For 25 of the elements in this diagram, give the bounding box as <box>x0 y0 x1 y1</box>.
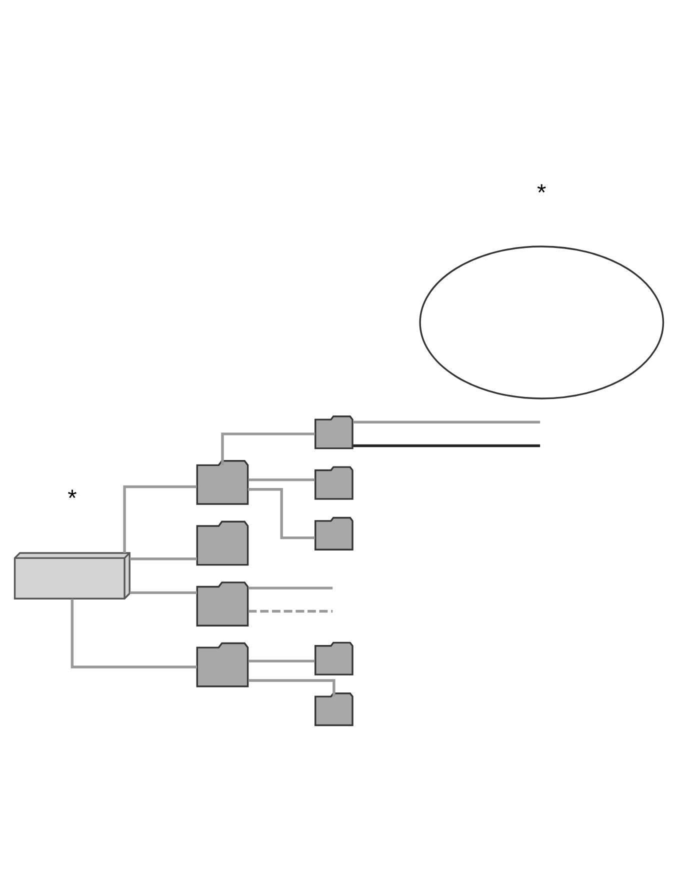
connector <box>248 488 316 540</box>
connector <box>248 586 333 590</box>
connector <box>248 478 315 482</box>
node-folder <box>196 520 249 566</box>
connector <box>221 432 316 466</box>
connector <box>123 485 197 553</box>
connector <box>248 679 336 696</box>
connector <box>248 610 333 613</box>
node-folder <box>314 692 354 726</box>
connector <box>70 598 197 668</box>
connector <box>353 420 540 424</box>
label: * <box>537 180 546 206</box>
node-folder <box>314 642 354 676</box>
connector <box>130 558 197 560</box>
connector <box>130 591 197 594</box>
node-folder <box>314 516 354 550</box>
node-folder <box>314 416 354 450</box>
connector <box>353 444 540 448</box>
node-folder <box>196 642 249 688</box>
connector <box>248 660 315 662</box>
node-folder <box>196 460 249 505</box>
node-folder <box>314 466 354 500</box>
label: * <box>68 486 77 512</box>
node-ellipse <box>419 246 664 400</box>
node-folder <box>196 582 249 626</box>
